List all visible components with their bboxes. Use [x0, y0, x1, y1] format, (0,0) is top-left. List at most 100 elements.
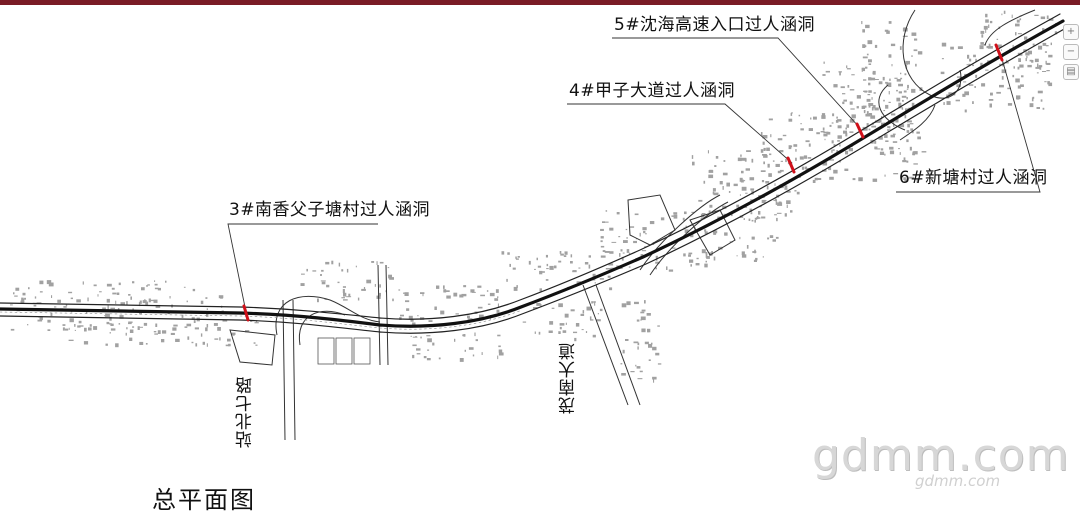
building-dot — [911, 32, 917, 36]
building-dot — [647, 330, 649, 333]
building-dot — [914, 38, 918, 41]
building-dot — [516, 285, 518, 288]
building-dot — [749, 208, 753, 212]
building-dot — [786, 200, 791, 204]
building-dot — [870, 113, 873, 117]
building-dot — [213, 323, 218, 326]
building-dot — [782, 134, 787, 137]
zoom-out-icon[interactable]: − — [1063, 44, 1079, 60]
building-dot — [875, 148, 881, 150]
building-dot — [740, 179, 744, 183]
building-dot — [50, 312, 53, 317]
building-dot — [1005, 59, 1008, 63]
building-dot — [774, 214, 777, 216]
building-dot — [621, 373, 626, 376]
parcel-outline-2 — [689, 209, 736, 256]
building-dot — [191, 341, 194, 344]
layers-icon[interactable]: ▤ — [1063, 64, 1079, 80]
building-dot — [109, 332, 111, 334]
building-dot — [645, 233, 647, 235]
building-dot — [139, 300, 142, 304]
building-dot — [453, 292, 458, 297]
building-dot — [909, 123, 914, 125]
building-dot — [906, 160, 909, 163]
building-dot — [1040, 99, 1043, 102]
building-dot — [786, 204, 788, 208]
building-dot — [443, 285, 445, 289]
building-dot — [51, 295, 53, 298]
building-dot — [1021, 75, 1024, 78]
building-dot — [1032, 43, 1035, 46]
building-dot — [775, 163, 780, 167]
building-dot — [559, 251, 562, 254]
building-dot — [691, 155, 694, 159]
building-dot — [83, 341, 89, 345]
building-dot — [985, 69, 989, 71]
building-dot — [153, 331, 157, 333]
building-dot — [741, 157, 747, 161]
building-dot — [157, 287, 161, 291]
building-dot — [810, 117, 812, 120]
building-dot — [217, 327, 221, 331]
building-dot — [888, 54, 892, 58]
road-label-zhanbei: 站北七路 — [236, 376, 256, 448]
building-dot — [348, 293, 351, 297]
building-dot — [146, 285, 148, 287]
building-dot — [576, 281, 582, 284]
zoom-in-icon[interactable]: + — [1063, 24, 1079, 40]
building-dot — [475, 339, 478, 342]
building-dot — [522, 321, 527, 323]
building-dot — [106, 321, 110, 325]
building-dot — [1046, 15, 1049, 20]
building-dot — [904, 179, 909, 183]
building-dot — [361, 288, 366, 291]
building-dot — [255, 320, 258, 323]
building-dot — [740, 154, 742, 157]
building-dot — [326, 284, 330, 288]
building-dot — [74, 329, 76, 331]
shenhai-ramp-3 — [899, 104, 936, 141]
building-dot — [599, 278, 604, 280]
building-dot — [798, 114, 801, 117]
building-dot — [657, 363, 662, 365]
building-dot — [903, 90, 907, 93]
building-dot — [788, 145, 792, 150]
building-dot — [708, 174, 714, 179]
building-dot — [596, 319, 601, 322]
building-dot — [883, 110, 886, 112]
building-dot — [549, 265, 554, 270]
building-dot — [689, 259, 694, 263]
building-dot — [161, 339, 165, 343]
building-dot — [950, 46, 954, 50]
building-dot — [916, 179, 919, 183]
building-dot — [144, 299, 146, 301]
building-dot — [545, 254, 548, 258]
building-dot — [649, 221, 655, 225]
building-dot — [570, 309, 575, 312]
building-dot — [341, 269, 344, 272]
building-dot — [839, 144, 841, 147]
building-dot — [865, 24, 870, 29]
building-dot — [763, 147, 766, 151]
building-dot — [548, 330, 553, 333]
building-dot — [57, 299, 61, 303]
building-dot — [597, 313, 599, 315]
building-dot — [410, 335, 412, 337]
building-dot — [718, 246, 723, 250]
building-dot — [786, 190, 791, 193]
building-dot — [898, 102, 901, 107]
building-dot — [888, 21, 892, 24]
building-dot — [560, 253, 564, 256]
building-dot — [625, 228, 628, 231]
building-dot — [746, 245, 749, 249]
building-dot — [871, 97, 873, 100]
building-dot — [573, 270, 577, 272]
building-dot — [600, 245, 605, 248]
building-dot — [600, 236, 604, 239]
building-dot — [890, 43, 896, 47]
building-dot — [985, 19, 989, 23]
building-dot — [379, 284, 381, 288]
building-dot — [1036, 107, 1040, 109]
building-dot — [528, 260, 531, 265]
building-dot — [800, 128, 804, 131]
